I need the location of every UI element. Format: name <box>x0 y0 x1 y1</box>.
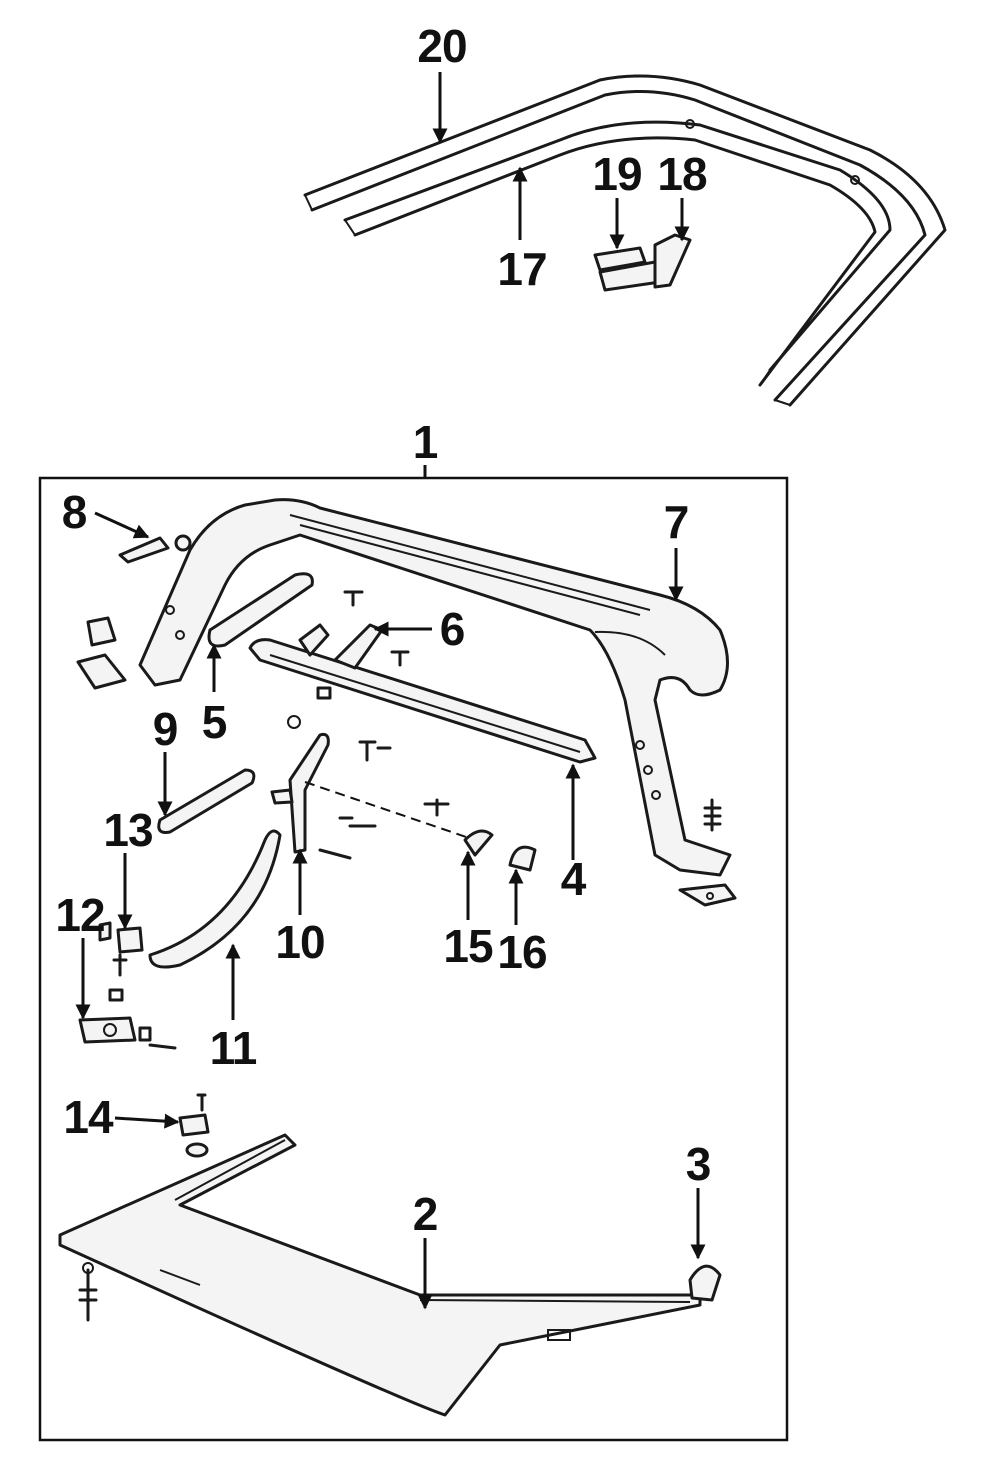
hinge-part-12 <box>78 988 177 1050</box>
callout-4: 4 <box>561 853 587 905</box>
callout-9: 9 <box>153 703 178 755</box>
callout-19: 19 <box>592 148 641 200</box>
leader-8 <box>94 511 150 539</box>
clip-part-19 <box>593 246 662 292</box>
pin-part-8 <box>118 534 192 564</box>
clip-part-18 <box>653 233 692 289</box>
callout-18: 18 <box>657 148 707 200</box>
assembly-frame <box>38 476 789 1442</box>
callout-8: 8 <box>62 486 87 538</box>
windshield-frame-part <box>303 74 947 407</box>
callout-14: 14 <box>63 1091 114 1143</box>
bolt-part <box>703 798 722 832</box>
mount-plate-part <box>678 883 737 907</box>
cross-rail-part-4 <box>248 638 597 764</box>
callout-10: 10 <box>275 916 324 968</box>
bracket-part-6 <box>298 623 384 670</box>
roof-frame-part-7 <box>138 498 732 877</box>
arm-part-11 <box>148 829 282 969</box>
callout-12: 12 <box>55 889 104 941</box>
trim-panel-part-2 <box>58 1133 702 1417</box>
callout-2: 2 <box>413 1188 438 1240</box>
callout-7: 7 <box>664 496 689 548</box>
fastener-parts <box>287 590 450 860</box>
callout-1: 1 <box>413 416 438 468</box>
callout-20: 20 <box>417 20 466 72</box>
clip-part-16 <box>508 845 537 872</box>
link-part-9 <box>157 768 256 834</box>
callout-15: 15 <box>443 920 493 972</box>
alignment-line <box>304 781 476 841</box>
callout-16: 16 <box>497 926 546 978</box>
callout-5: 5 <box>202 696 227 748</box>
callout-11: 11 <box>210 1022 257 1074</box>
stud-part <box>78 1262 98 1322</box>
callout-13: 13 <box>103 804 152 856</box>
callout-17: 17 <box>497 243 546 295</box>
bracket-part <box>76 616 127 690</box>
clip-part-15 <box>463 829 494 857</box>
bracket-part-10 <box>270 733 330 854</box>
hinge-part-13 <box>98 921 144 977</box>
callout-6: 6 <box>440 603 465 655</box>
leader-14 <box>114 1113 180 1129</box>
hook-part-3 <box>688 1264 722 1302</box>
link-part-5 <box>207 572 314 648</box>
callout-3: 3 <box>686 1138 711 1190</box>
bracket-part-14 <box>178 1093 210 1158</box>
